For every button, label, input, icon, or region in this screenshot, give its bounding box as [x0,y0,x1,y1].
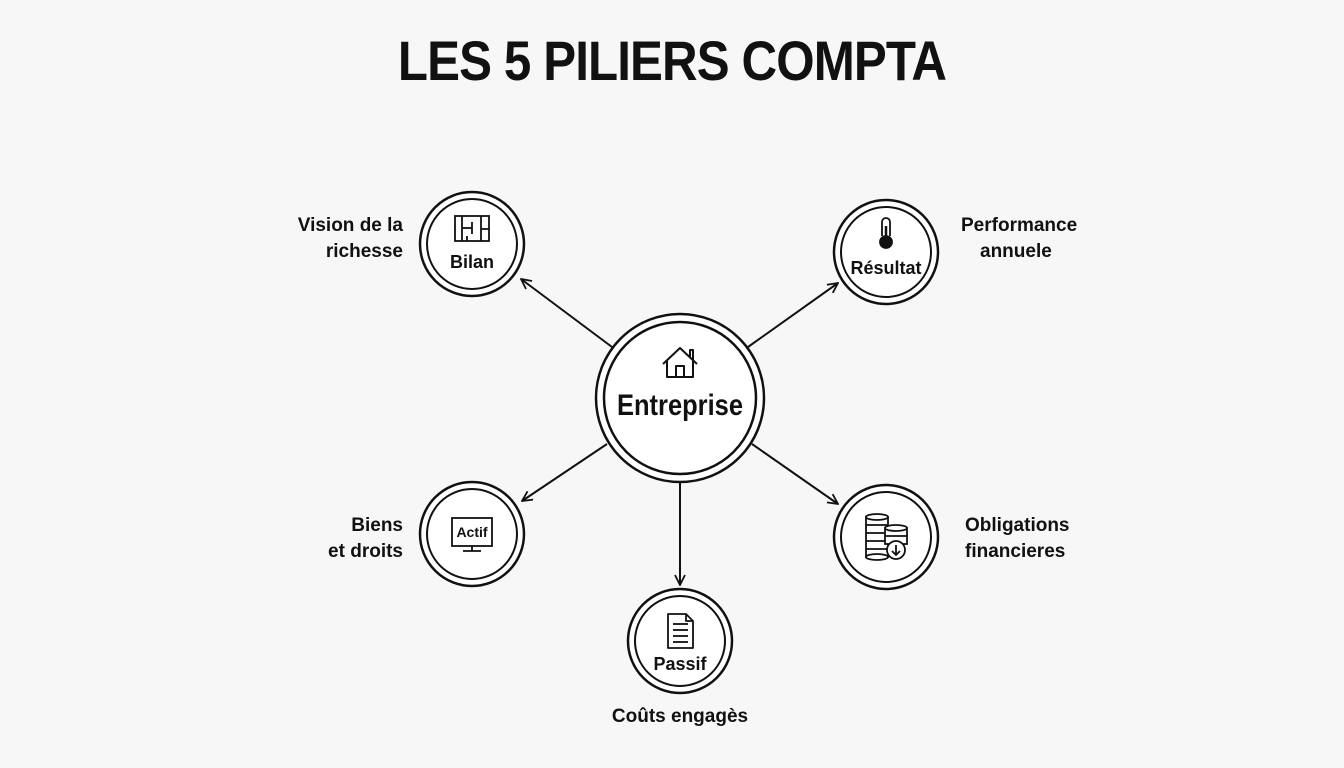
coin-stack-icon [865,513,908,561]
desc-actif-line2: et droits [328,541,403,562]
node-passif: Passif [626,587,734,695]
node-obligations [832,483,940,591]
desc-bilan-line1: Vision de la [298,215,404,236]
blueprint-icon [454,215,490,242]
desc-actif-line1: Biens [351,515,403,536]
node-actif: Actif [418,480,526,588]
house-icon [662,347,698,378]
node-label-resultat: Résultat [850,258,921,278]
node-label-actif: Actif [456,524,487,540]
arrow-to-bilan [521,279,613,348]
desc-obligations-line2: financieres [965,541,1065,562]
arrow-to-actif [522,443,608,501]
node-bilan: Bilan [418,190,526,298]
desc-bilan-line2: richesse [326,241,403,262]
node-resultat: Résultat [832,198,940,306]
document-icon [667,613,694,649]
desc-obligations-line1: Obligations [965,515,1070,536]
diagram-title: LES 5 PILIERS COMPTA [397,29,947,92]
arrow-to-obligations [751,443,838,504]
monitor-icon [451,517,493,552]
node-label-passif: Passif [653,654,707,674]
node-label-bilan: Bilan [450,252,494,272]
arrow-to-resultat [747,283,838,348]
thermometer-icon [879,217,893,249]
desc-resultat-line2: annuele [980,241,1052,262]
center-node-entreprise: Entreprise [594,312,766,484]
desc-resultat-line1: Performance [961,215,1077,236]
desc-passif: Coûts engagès [612,706,748,727]
center-label: Entreprise [617,389,743,422]
